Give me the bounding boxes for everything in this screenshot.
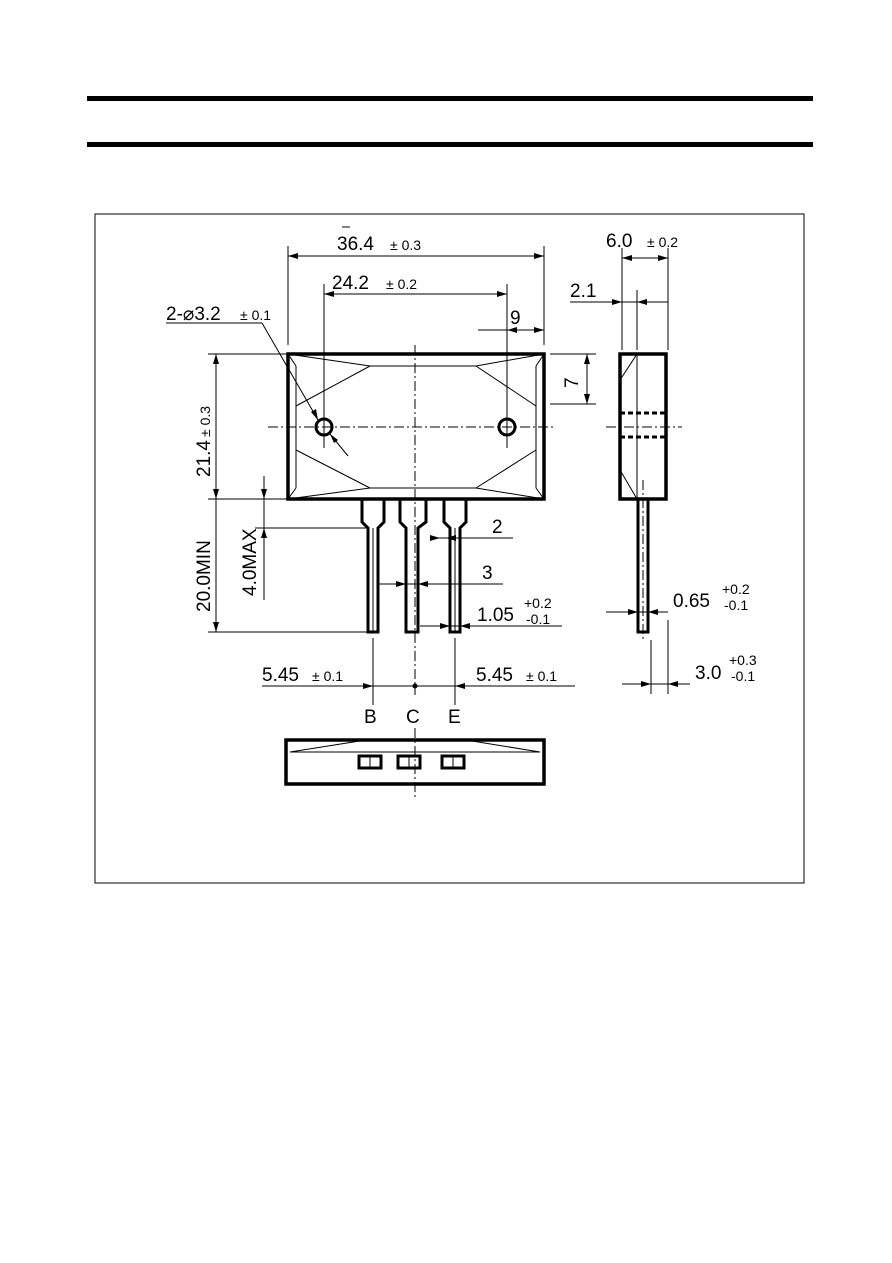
dim-lead-offset-tol-minus: -0.1 [731, 668, 755, 684]
dim-lead-base: 4.0MAX [240, 528, 261, 596]
dim-lead-width-mid: 3 [482, 563, 493, 584]
dim-hole-pitch: 24.2 [332, 273, 369, 294]
dim-pitch-left: 5.45 [262, 665, 299, 686]
dim-body-height-tol: ± 0.3 [197, 406, 213, 437]
drawing-frame [94, 213, 805, 884]
header-rule-bottom [87, 142, 813, 147]
side-view [570, 248, 690, 694]
dim-lead-thick: 0.65 [673, 591, 710, 612]
pin-label-e: E [448, 707, 461, 728]
front-view [268, 345, 556, 695]
dim-pitch-right: 5.45 [476, 665, 513, 686]
dim-width-total: 36.4 [337, 234, 374, 255]
dim-lead-thick-tol-plus: +0.2 [722, 581, 750, 597]
dim-hole-edge: 9 [510, 308, 521, 329]
dim-thickness: 6.0 [606, 231, 632, 252]
pin-label-c: C [406, 707, 420, 728]
dim-hole-dia-tol: ± 0.1 [240, 307, 271, 323]
dim-hole-height: 7 [562, 377, 583, 388]
dim-hole-dia: 2-⌀3.2 [166, 304, 221, 325]
lead-e [442, 499, 468, 634]
dim-lead-length: 20.0MIN [194, 540, 215, 612]
header-rule-top [87, 96, 813, 101]
dim-lead-offset: 3.0 [695, 663, 721, 684]
dim-hole-pitch-tol: ± 0.2 [386, 276, 417, 292]
dim-pitch-right-tol: ± 0.1 [526, 668, 557, 684]
dimension-lines [166, 226, 596, 705]
dim-pitch-left-tol: ± 0.1 [312, 668, 343, 684]
dim-body-height: 21.4 [194, 440, 215, 477]
bottom-view [284, 728, 546, 800]
dim-lead-offset-tol-plus: +0.3 [729, 652, 757, 668]
dim-width-total-tol: ± 0.3 [390, 237, 421, 253]
dim-lead-thick-tol-minus: -0.1 [724, 597, 748, 613]
dim-lead-width-upper: 2 [492, 517, 503, 538]
dim-flange: 2.1 [570, 281, 596, 302]
lead-c [398, 499, 428, 634]
dim-lead-width-tol-minus: -0.1 [526, 611, 550, 627]
dim-lead-width: 1.05 [477, 605, 514, 626]
pin-label-b: B [364, 707, 377, 728]
lead-b [360, 499, 386, 634]
dim-lead-width-tol-plus: +0.2 [524, 595, 552, 611]
dim-thickness-tol: ± 0.2 [647, 234, 678, 250]
